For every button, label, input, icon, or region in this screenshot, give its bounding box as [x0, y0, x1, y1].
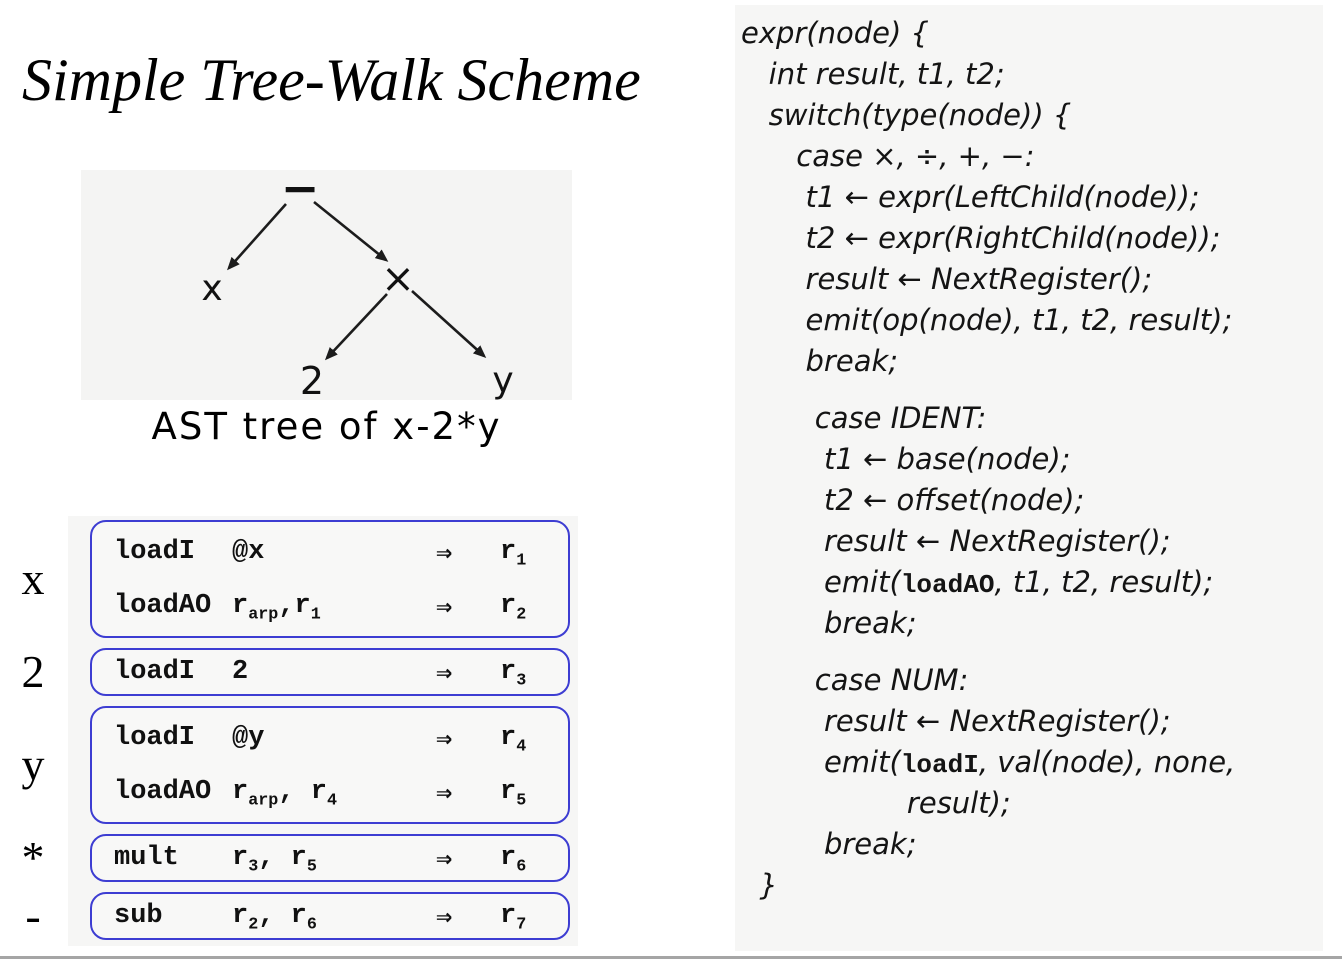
opcode: loadI — [114, 657, 196, 687]
tree-node-2: 2 — [300, 359, 324, 400]
result-register: r6 — [500, 843, 527, 877]
row-label: 2 — [21, 646, 45, 697]
instruction-line: loadI @y ⇒ r4 — [92, 711, 568, 765]
code-line: int result, t1, t2; — [741, 57, 1005, 91]
implies-arrow-icon: ⇒ — [436, 536, 453, 568]
code-line: case NUM: — [741, 663, 969, 697]
code-line: result); — [741, 786, 1011, 820]
tree-edge-minus-x — [227, 203, 287, 271]
ast-tree-diagram: − x × 2 y — [81, 170, 572, 400]
instruction-line: loadI 2 ⇒ r3 — [92, 652, 568, 692]
codegen-row: x loadI @x ⇒ r1 loadAO rarp,r1 ⇒ r2 — [0, 520, 570, 638]
page-title: Simple Tree-Walk Scheme — [22, 47, 641, 113]
code-line: switch(type(node)) { — [741, 98, 1072, 132]
result-register: r3 — [500, 657, 527, 691]
opcode: loadI — [114, 537, 196, 567]
tree-node-x: x — [201, 268, 222, 309]
implies-arrow-icon: ⇒ — [436, 722, 453, 754]
tree-node-minus: − — [281, 170, 320, 215]
tree-edge-times-y — [411, 290, 487, 359]
pseudocode-panel: expr(node) { int result, t1, t2; switch(… — [735, 5, 1323, 951]
code-line: t2 ← expr(RightChild(node)); — [741, 221, 1221, 255]
operands: @x — [232, 537, 265, 567]
operands: rarp, r4 — [232, 777, 337, 811]
operands: @y — [232, 723, 265, 753]
implies-arrow-icon: ⇒ — [436, 590, 453, 622]
codegen-row: 2 loadI 2 ⇒ r3 — [0, 648, 570, 696]
opcode: loadAO — [114, 777, 212, 807]
instruction-box: sub r2, r6 ⇒ r7 — [90, 892, 570, 940]
opcode: sub — [114, 901, 163, 931]
code-line: break; — [741, 606, 917, 640]
code-line: break; — [741, 827, 917, 861]
instruction-box: mult r3, r5 ⇒ r6 — [90, 834, 570, 882]
code-line: case ×, ÷, +, −: — [741, 139, 1035, 173]
code-line: result ← NextRegister(); — [741, 524, 1171, 558]
row-label: * — [21, 832, 45, 883]
implies-arrow-icon: ⇒ — [436, 656, 453, 688]
code-line: emit(op(node), t1, t2, result); — [741, 303, 1233, 337]
codegen-row: y loadI @y ⇒ r4 loadAO rarp, r4 ⇒ r5 — [0, 706, 570, 824]
code-line: case IDENT: — [741, 401, 987, 435]
instruction-line: loadI @x ⇒ r1 — [92, 525, 568, 579]
opcode: mult — [114, 843, 179, 873]
footer-divider — [0, 956, 1342, 959]
result-register: r4 — [500, 723, 527, 757]
tree-edge-times-2 — [324, 293, 388, 361]
instruction-box: loadI @x ⇒ r1 loadAO rarp,r1 ⇒ r2 — [90, 520, 570, 638]
code-line: t2 ← offset(node); — [741, 483, 1085, 517]
implies-arrow-icon: ⇒ — [436, 842, 453, 874]
instruction-line: loadAO rarp,r1 ⇒ r2 — [92, 579, 568, 633]
instruction-box: loadI 2 ⇒ r3 — [90, 648, 570, 696]
result-register: r1 — [500, 537, 527, 571]
instruction-line: sub r2, r6 ⇒ r7 — [92, 896, 568, 936]
tree-edge-minus-times — [313, 200, 389, 262]
codegen-row: - sub r2, r6 ⇒ r7 — [0, 892, 570, 940]
code-gap — [741, 644, 1323, 660]
result-register: r5 — [500, 777, 527, 811]
operands: rarp,r1 — [232, 591, 321, 625]
operands: r3, r5 — [232, 843, 317, 877]
code-line: t1 ← base(node); — [741, 442, 1071, 476]
code-line: emit(loadI, val(node), none, — [741, 745, 1236, 780]
implies-arrow-icon: ⇒ — [436, 900, 453, 932]
opcode: loadI — [114, 723, 196, 753]
row-label: - — [25, 890, 41, 941]
tree-node-times: × — [381, 256, 415, 302]
code-line: t1 ← expr(LeftChild(node)); — [741, 180, 1200, 214]
result-register: r2 — [500, 591, 527, 625]
row-label: x — [21, 553, 45, 604]
code-line: result ← NextRegister(); — [741, 704, 1171, 738]
instruction-box: loadI @y ⇒ r4 loadAO rarp, r4 ⇒ r5 — [90, 706, 570, 824]
operands: r2, r6 — [232, 901, 317, 935]
result-register: r7 — [500, 901, 527, 935]
instruction-line: loadAO rarp, r4 ⇒ r5 — [92, 765, 568, 819]
tree-node-y: y — [492, 360, 513, 400]
code-line: } — [741, 868, 778, 902]
code-gap — [741, 382, 1323, 398]
row-label: y — [21, 739, 45, 790]
code-line: break; — [741, 344, 899, 378]
code-line: emit(loadAO, t1, t2, result); — [741, 565, 1214, 600]
ast-figure: − x × 2 y AST tree of x-2*y — [81, 170, 572, 448]
instruction-line: mult r3, r5 ⇒ r6 — [92, 838, 568, 878]
operands: 2 — [232, 657, 249, 687]
codegen-row: * mult r3, r5 ⇒ r6 — [0, 834, 570, 882]
code-line: result ← NextRegister(); — [741, 262, 1153, 296]
opcode: loadAO — [114, 591, 212, 621]
tree-caption: AST tree of x-2*y — [151, 405, 502, 448]
implies-arrow-icon: ⇒ — [436, 776, 453, 808]
code-line: expr(node) { — [741, 16, 930, 50]
